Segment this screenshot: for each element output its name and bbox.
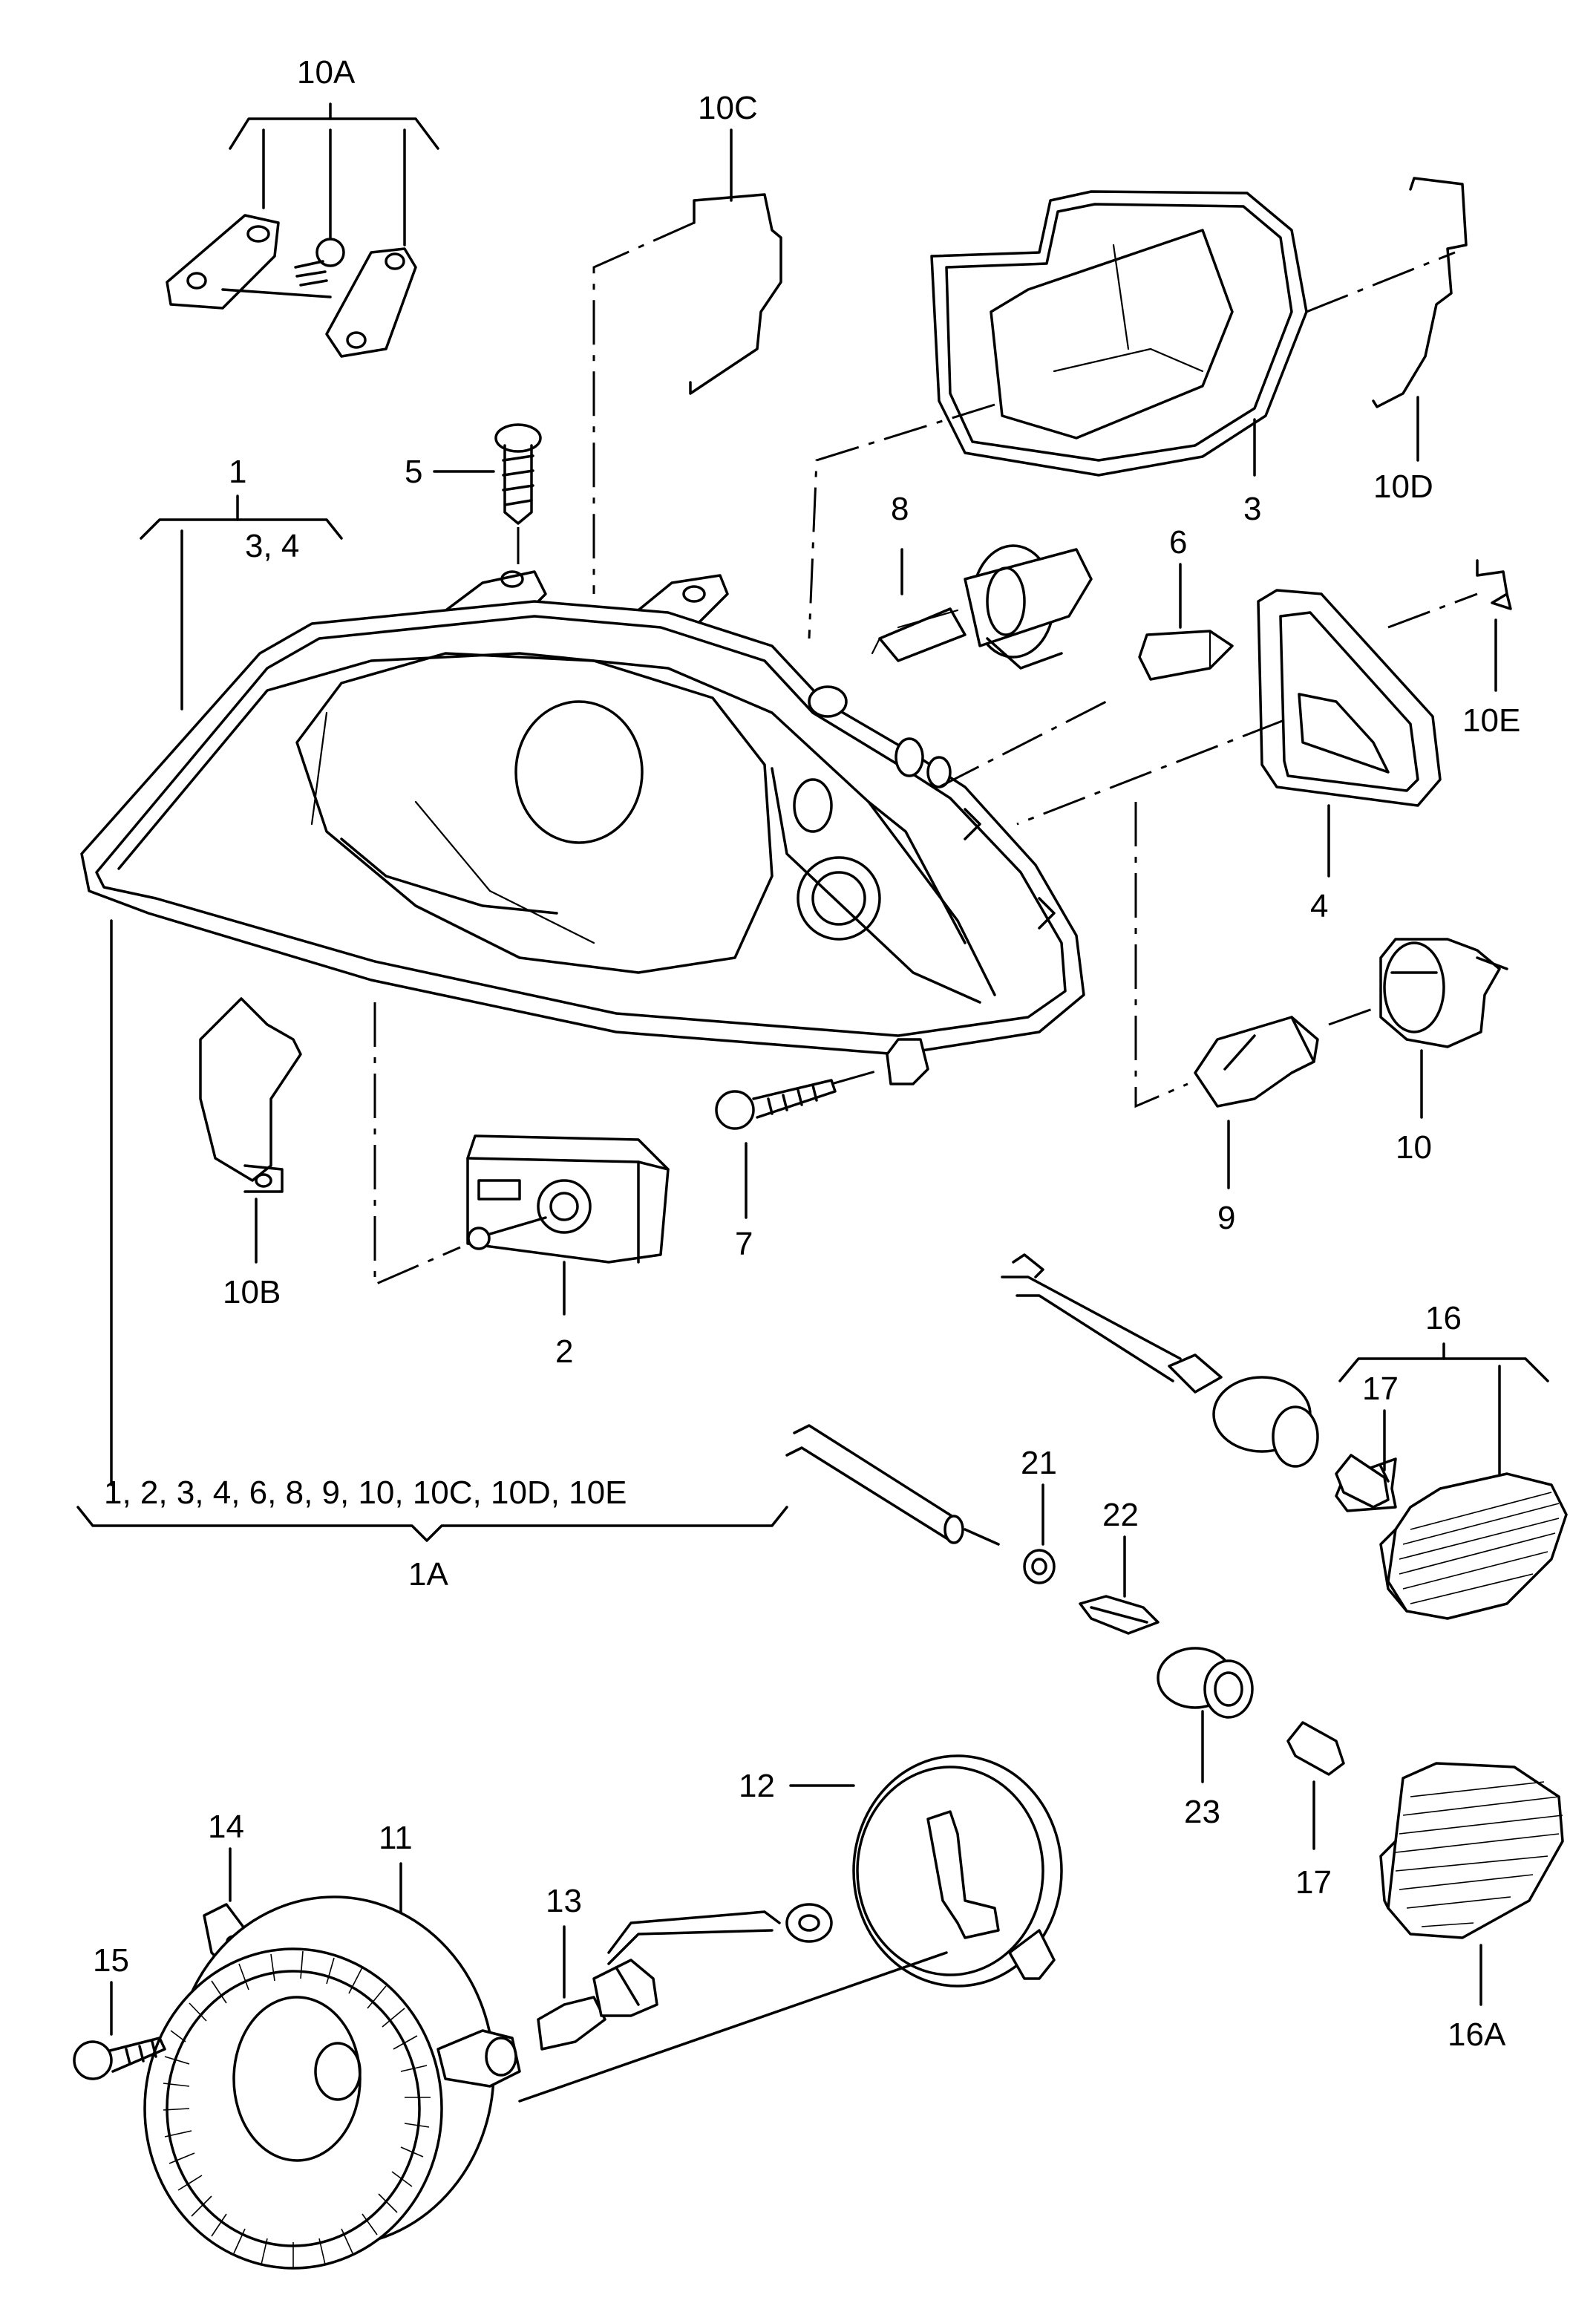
part-22-contact-terminal bbox=[1079, 1535, 1160, 1635]
part-12-fog-lamp-housing bbox=[518, 1754, 1063, 2103]
side-marker-16a-lens-hatch bbox=[1395, 1781, 1563, 1927]
label-17-lower: 17 bbox=[1295, 1864, 1332, 1901]
label-3: 3 bbox=[1243, 491, 1261, 527]
label-13: 13 bbox=[546, 1883, 582, 1919]
part-10e-small-clip bbox=[1387, 559, 1512, 692]
label-16a: 16A bbox=[1448, 2016, 1506, 2053]
part-5-screw bbox=[433, 423, 542, 564]
part-wire-harness bbox=[785, 1424, 1000, 1546]
part-9-turn-signal-bulb bbox=[1194, 1016, 1319, 1189]
part-1-headlight-housing bbox=[80, 570, 1188, 1486]
part-10d-retaining-clip bbox=[1372, 177, 1468, 462]
label-10b: 10B bbox=[223, 1274, 281, 1310]
label-14: 14 bbox=[208, 1809, 244, 1845]
label-1: 1 bbox=[229, 454, 246, 490]
part-17-wedge-bulb-lower bbox=[1286, 1721, 1345, 1850]
part-6-small-bulb bbox=[1138, 563, 1234, 681]
label-7: 7 bbox=[735, 1226, 753, 1262]
label-9: 9 bbox=[1217, 1200, 1235, 1236]
label-2: 2 bbox=[555, 1333, 573, 1370]
label-3-4: 3, 4 bbox=[245, 528, 299, 564]
label-12: 12 bbox=[739, 1768, 775, 1804]
label-17-upper: 17 bbox=[1362, 1371, 1399, 1407]
part-7-screw bbox=[715, 1068, 884, 1219]
part-4-gasket-frame bbox=[1016, 589, 1442, 878]
part-10c-retaining-clip bbox=[592, 128, 782, 594]
label-16: 16 bbox=[1425, 1300, 1462, 1336]
label-8: 8 bbox=[891, 491, 909, 527]
part-16a-side-marker-lens bbox=[1379, 1762, 1564, 2006]
part-17-wedge-bulb-upper bbox=[1335, 1454, 1390, 1509]
label-23: 23 bbox=[1184, 1794, 1220, 1830]
part-8-headlamp-bulb bbox=[871, 544, 1093, 670]
part-10a-mounting-brackets bbox=[166, 102, 439, 358]
side-marker-16-lens-hatch bbox=[1399, 1492, 1560, 1604]
label-10a: 10A bbox=[297, 54, 356, 91]
part-21-grommet bbox=[1023, 1483, 1056, 1584]
label-1a: 1A bbox=[408, 1556, 448, 1593]
part-3-rear-cover bbox=[808, 190, 1456, 639]
part-10b-bracket bbox=[199, 997, 302, 1264]
label-6: 6 bbox=[1169, 524, 1187, 561]
label-10c: 10C bbox=[698, 90, 758, 126]
fog-lamp-bezel-hatch bbox=[163, 1950, 431, 2268]
label-11: 11 bbox=[379, 1820, 413, 1856]
callout-labels: 10A 10C 1 3, 4 5 8 6 3 10D 10E 4 10 9 7 … bbox=[93, 54, 1520, 2053]
label-15: 15 bbox=[93, 1942, 129, 1979]
part-16-side-marker-assembly bbox=[1001, 1253, 1568, 1620]
part-2-level-actuator bbox=[466, 1134, 670, 1316]
part-15-screw bbox=[73, 1981, 166, 2080]
part-23-bulb-holder bbox=[1157, 1647, 1254, 1783]
label-5: 5 bbox=[405, 454, 422, 490]
label-22: 22 bbox=[1102, 1497, 1139, 1533]
part-11-fog-lamp bbox=[143, 1862, 521, 2270]
label-1a-list: 1, 2, 3, 4, 6, 8, 9, 10, 10C, 10D, 10E bbox=[104, 1474, 627, 1511]
label-10: 10 bbox=[1396, 1129, 1432, 1166]
label-4: 4 bbox=[1310, 888, 1328, 924]
part-1-headlight-bracket-callout bbox=[140, 494, 343, 711]
label-10e: 10E bbox=[1462, 702, 1520, 739]
label-10d: 10D bbox=[1373, 468, 1433, 505]
part-10-bulb-socket bbox=[1328, 938, 1508, 1119]
part-13-fog-lamp-bulb bbox=[537, 1903, 833, 2051]
part-1a-assembly-bracket bbox=[76, 1506, 788, 1542]
label-21: 21 bbox=[1021, 1445, 1057, 1481]
